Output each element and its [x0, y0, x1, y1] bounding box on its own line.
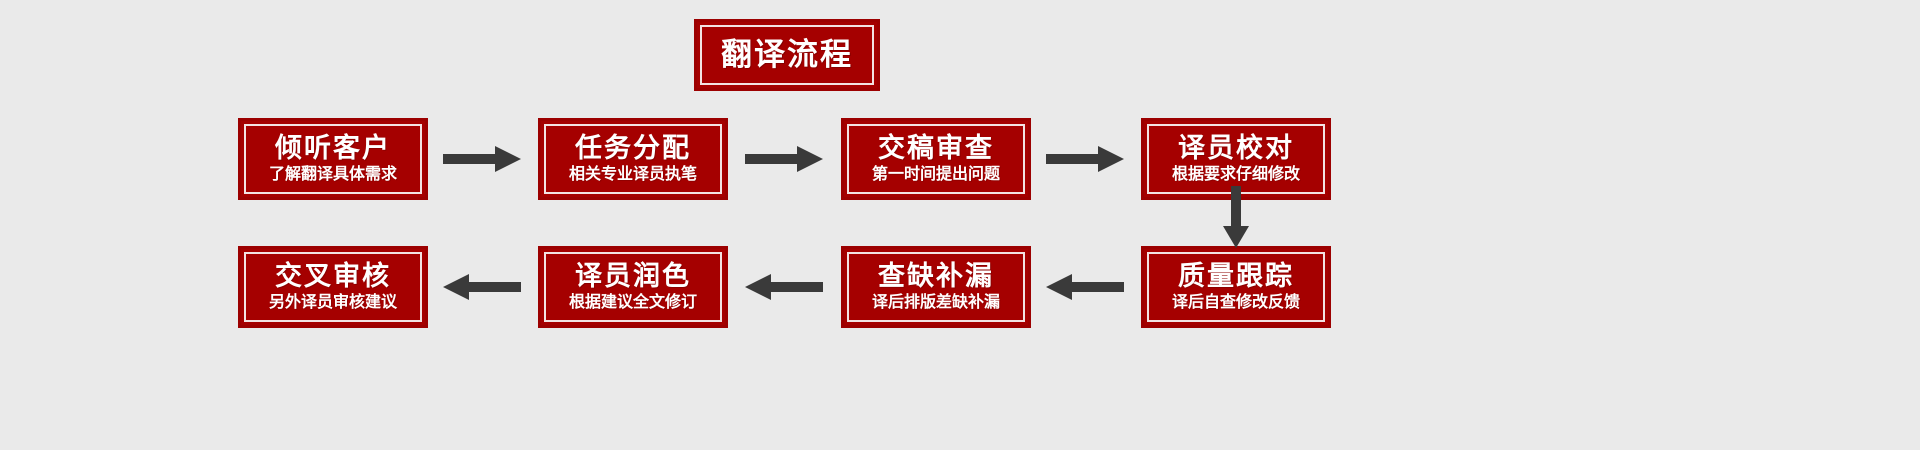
step-4-subtitle: 根据要求仔细修改	[1171, 163, 1300, 183]
step-box-5[interactable]: 质量跟踪 译后自查修改反馈	[1141, 246, 1331, 328]
step-2-subtitle: 相关专业译员执笔	[568, 163, 697, 183]
step-box-3-inner: 交稿审查 第一时间提出问题	[847, 124, 1025, 194]
arrow-left-icon	[443, 274, 521, 300]
step-7-title: 译员润色	[575, 260, 691, 292]
step-7-subtitle: 根据建议全文修订	[568, 291, 697, 311]
step-box-7-inner: 译员润色 根据建议全文修订	[544, 252, 722, 322]
diagram-title-box: 翻译流程	[694, 19, 880, 91]
step-box-5-inner: 质量跟踪 译后自查修改反馈	[1147, 252, 1325, 322]
step-box-8[interactable]: 交叉审核 另外译员审核建议	[238, 246, 428, 328]
step-box-2-inner: 任务分配 相关专业译员执笔	[544, 124, 722, 194]
step-box-1[interactable]: 倾听客户 了解翻译具体需求	[238, 118, 428, 200]
arrow-right-icon	[745, 146, 823, 172]
step-5-title: 质量跟踪	[1178, 260, 1294, 292]
step-box-3[interactable]: 交稿审查 第一时间提出问题	[841, 118, 1031, 200]
step-box-8-inner: 交叉审核 另外译员审核建议	[244, 252, 422, 322]
step-3-subtitle: 第一时间提出问题	[871, 163, 1000, 183]
step-box-4-inner: 译员校对 根据要求仔细修改	[1147, 124, 1325, 194]
step-box-4[interactable]: 译员校对 根据要求仔细修改	[1141, 118, 1331, 200]
arrow-left-icon	[1046, 274, 1124, 300]
step-box-6-inner: 查缺补漏 译后排版差缺补漏	[847, 252, 1025, 322]
step-box-7[interactable]: 译员润色 根据建议全文修订	[538, 246, 728, 328]
step-6-subtitle: 译后排版差缺补漏	[871, 291, 1000, 311]
step-2-title: 任务分配	[575, 132, 691, 164]
step-8-subtitle: 另外译员审核建议	[268, 291, 397, 311]
step-3-title: 交稿审查	[878, 132, 994, 164]
step-5-subtitle: 译后自查修改反馈	[1171, 291, 1300, 311]
step-4-title: 译员校对	[1178, 132, 1294, 164]
step-box-1-inner: 倾听客户 了解翻译具体需求	[244, 124, 422, 194]
step-6-title: 查缺补漏	[878, 260, 994, 292]
arrow-right-icon	[1046, 146, 1124, 172]
arrow-left-icon	[745, 274, 823, 300]
step-1-title: 倾听客户	[275, 132, 391, 164]
step-box-2[interactable]: 任务分配 相关专业译员执笔	[538, 118, 728, 200]
arrow-right-icon	[443, 146, 521, 172]
step-box-6[interactable]: 查缺补漏 译后排版差缺补漏	[841, 246, 1031, 328]
step-1-subtitle: 了解翻译具体需求	[268, 163, 397, 183]
diagram-title: 翻译流程	[721, 36, 853, 73]
arrow-down-icon	[1223, 186, 1249, 248]
diagram-title-box-inner: 翻译流程	[700, 25, 874, 85]
step-8-title: 交叉审核	[275, 260, 391, 292]
